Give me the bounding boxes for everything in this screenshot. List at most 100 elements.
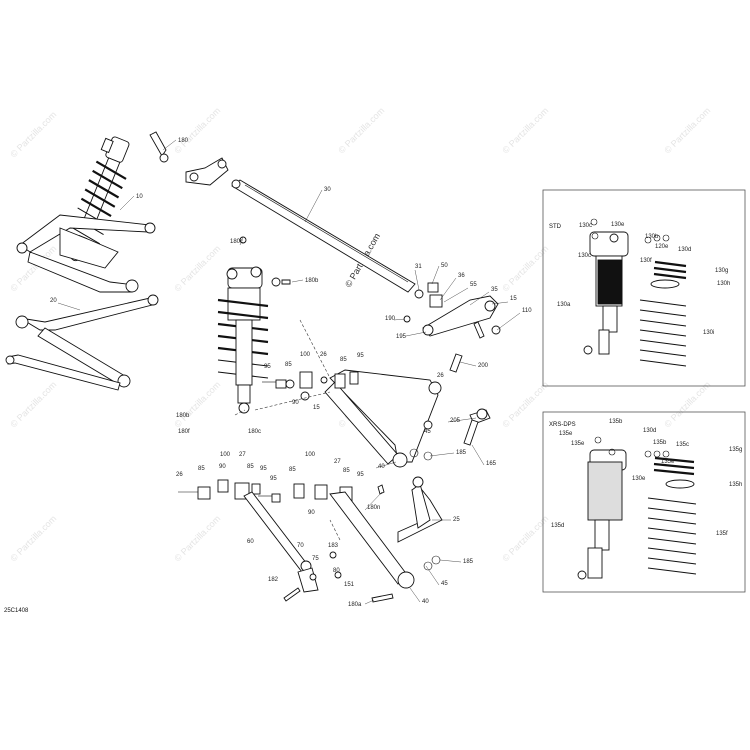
callout-label: 135d (551, 523, 564, 529)
callout-label: 185 (463, 559, 474, 565)
callout-label: 85 (289, 467, 296, 473)
callout-label: 130f (640, 258, 652, 264)
watermark: © Partzilla.com (8, 109, 58, 159)
callout-label: 75 (312, 556, 319, 562)
callout-label: 40 (422, 599, 429, 605)
callout-label: 60 (247, 539, 254, 545)
callout-label: 130c (579, 223, 592, 229)
middle-shock (217, 236, 291, 414)
callout-label: 180a (348, 602, 362, 608)
callout-label: 180c (248, 429, 261, 435)
watermark: © Partzilla.com (8, 379, 58, 429)
callout-label: 25 (453, 517, 460, 523)
callout-label: 182 (268, 577, 279, 583)
callout-label: 95 (357, 472, 364, 478)
callout-label: 130e (632, 476, 646, 482)
callout-label: 95 (260, 466, 267, 472)
callout-label: 90 (292, 400, 299, 406)
callout-label: 27 (334, 459, 341, 465)
callout-label: 26 (176, 472, 183, 478)
sway-bar-parts (403, 282, 501, 339)
callout-label: 45 (424, 429, 431, 435)
callout-label: 130d (643, 428, 656, 434)
inset-xrs-title: XRS-DPS (549, 422, 576, 428)
callout-label: 30 (324, 187, 331, 193)
callout-label: 85 (198, 466, 205, 472)
callout-label: 26 (437, 373, 444, 379)
callout-label: 120e (655, 244, 669, 250)
inset-std: STD (542, 189, 746, 387)
callout-label: 85 (285, 362, 292, 368)
callout-label: 135b (609, 419, 623, 425)
callout-label: 100 (305, 452, 316, 458)
callout-label: 95 (264, 364, 271, 370)
callout-label: 190 (385, 316, 396, 322)
callout-label: 130d (678, 247, 691, 253)
callout-label: 50 (441, 263, 448, 269)
callout-label: 45 (441, 581, 448, 587)
inset-std-frame (542, 189, 746, 387)
callout-label: 180n (367, 505, 380, 511)
upper-left-assembly (5, 131, 229, 391)
callout-label: 70 (297, 543, 304, 549)
callout-label: 100 (300, 352, 311, 358)
callout-label: 95 (357, 353, 364, 359)
lower-arms (178, 476, 443, 603)
watermark: © Partzilla.com (662, 105, 712, 155)
callout-label: 10 (136, 194, 143, 200)
callout-label: 85 (340, 357, 347, 363)
watermark: © Partzilla.com (662, 379, 712, 429)
callout-label: 183 (328, 543, 339, 549)
callout-label: 35 (491, 287, 498, 293)
callout-label: 15 (313, 405, 320, 411)
callout-label: 80 (333, 568, 340, 574)
callout-label: 151 (344, 582, 355, 588)
callout-layer: 180 10 30 180c 180b 50 31 36 55 35 15 11… (50, 138, 742, 608)
lower-control-arm (262, 353, 491, 468)
callout-label: 110 (522, 308, 532, 314)
callout-label: 130c (578, 253, 591, 259)
callout-label: 20 (50, 298, 57, 304)
callout-label: 130i (703, 330, 714, 336)
watermark: © Partzilla.com (172, 105, 222, 155)
watermark: © Partzilla.com (172, 513, 222, 563)
callout-label: 135h (729, 482, 742, 488)
diagram-code: 25C1408 (4, 608, 29, 614)
watermark: © Partzilla.com (172, 379, 222, 429)
callout-label: 180f (178, 429, 190, 435)
inset-std-title: STD (549, 224, 562, 230)
callout-label: 135e (661, 459, 675, 465)
watermark: © Partzilla.com (8, 513, 58, 563)
callout-label: 135f (716, 531, 728, 537)
callout-label: 165 (486, 461, 497, 467)
inset-xrs-dps: XRS-DPS (542, 411, 746, 593)
callout-label: 27 (239, 452, 246, 458)
callout-label: 180b (305, 278, 319, 284)
callout-label: 180c (230, 239, 243, 245)
callout-label: 130e (611, 222, 625, 228)
callout-label: 100 (220, 452, 231, 458)
callout-label: 180b (176, 413, 190, 419)
watermark: © Partzilla.com (172, 243, 222, 293)
callout-label: 180 (178, 138, 189, 144)
watermark: © Partzilla.com (336, 105, 386, 155)
callout-label: 85 (343, 468, 350, 474)
drive-shaft (231, 179, 416, 293)
callout-label: 55 (470, 282, 477, 288)
callout-label: 135c (676, 442, 689, 448)
callout-label: 135e (571, 441, 585, 447)
callout-label: 135b (653, 440, 667, 446)
callout-label: 135e (559, 431, 573, 437)
callout-label: 95 (270, 476, 277, 482)
callout-label: 195 (396, 334, 407, 340)
callout-label: 26 (320, 352, 327, 358)
callout-label: 130g (715, 268, 728, 274)
callout-label: 135g (729, 447, 742, 453)
callout-label: 15 (510, 296, 517, 302)
watermark: © Partzilla.com (500, 105, 550, 155)
inset-xrs-frame (542, 411, 746, 593)
callout-label: 36 (458, 273, 465, 279)
callout-label: 130b (645, 234, 659, 240)
callout-label: 185 (456, 450, 467, 456)
